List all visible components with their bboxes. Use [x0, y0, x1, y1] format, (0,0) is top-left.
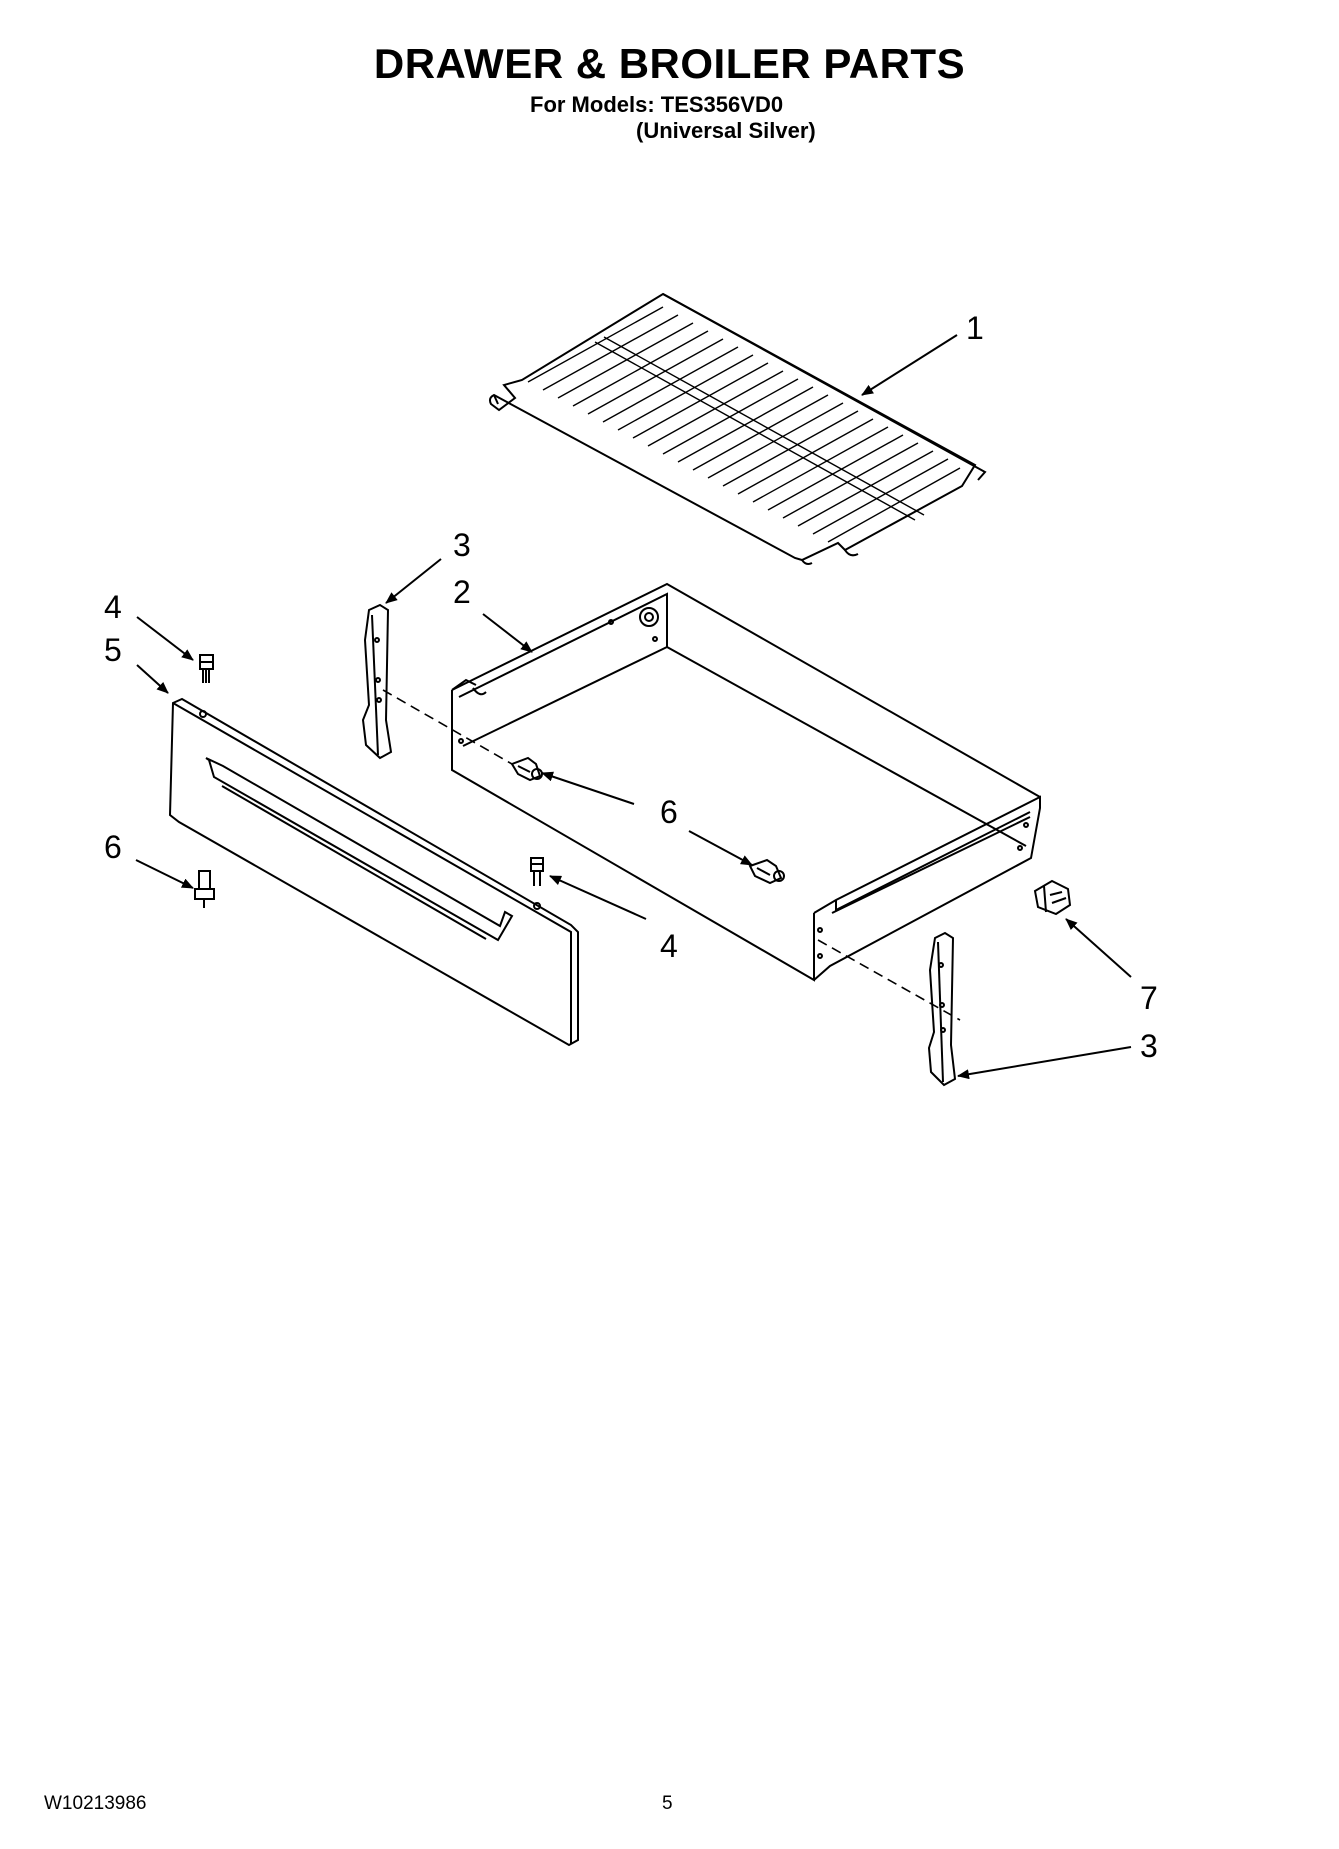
callout-2: 2: [453, 574, 471, 610]
drawer-slide-right: [927, 931, 957, 1087]
screw-right: [530, 857, 544, 886]
callout-4-left: 4: [104, 589, 122, 625]
callout-6-left: 6: [104, 829, 122, 865]
bolt-mid-front: [748, 858, 785, 885]
drawer-slide-left: [361, 603, 393, 760]
broiler-rack: [489, 292, 987, 565]
screw-left: [199, 654, 214, 683]
drawer-box: [451, 582, 1041, 982]
finish-line: (Universal Silver): [636, 118, 816, 143]
callout-7: 7: [1140, 980, 1158, 1016]
drawer-front-panel: [168, 697, 579, 1047]
page-number: 5: [662, 1793, 673, 1814]
bolt-left: [194, 870, 215, 908]
document-number: W10213986: [44, 1793, 147, 1814]
callout-3-bottom: 3: [1140, 1028, 1158, 1064]
leader-lines: [135, 334, 1132, 1080]
bolt-mid-rear: [510, 756, 543, 782]
assembly-lines: [382, 689, 961, 1021]
page-title: DRAWER & BROILER PARTS: [373, 40, 966, 87]
callout-1: 1: [966, 310, 984, 346]
callout-6-mid: 6: [660, 794, 678, 830]
models-line: For Models: TES356VD0: [530, 92, 784, 117]
drawer-clip: [1033, 879, 1072, 916]
callout-5: 5: [104, 632, 122, 668]
callout-3-top: 3: [453, 527, 471, 563]
callout-4-right: 4: [660, 928, 678, 964]
